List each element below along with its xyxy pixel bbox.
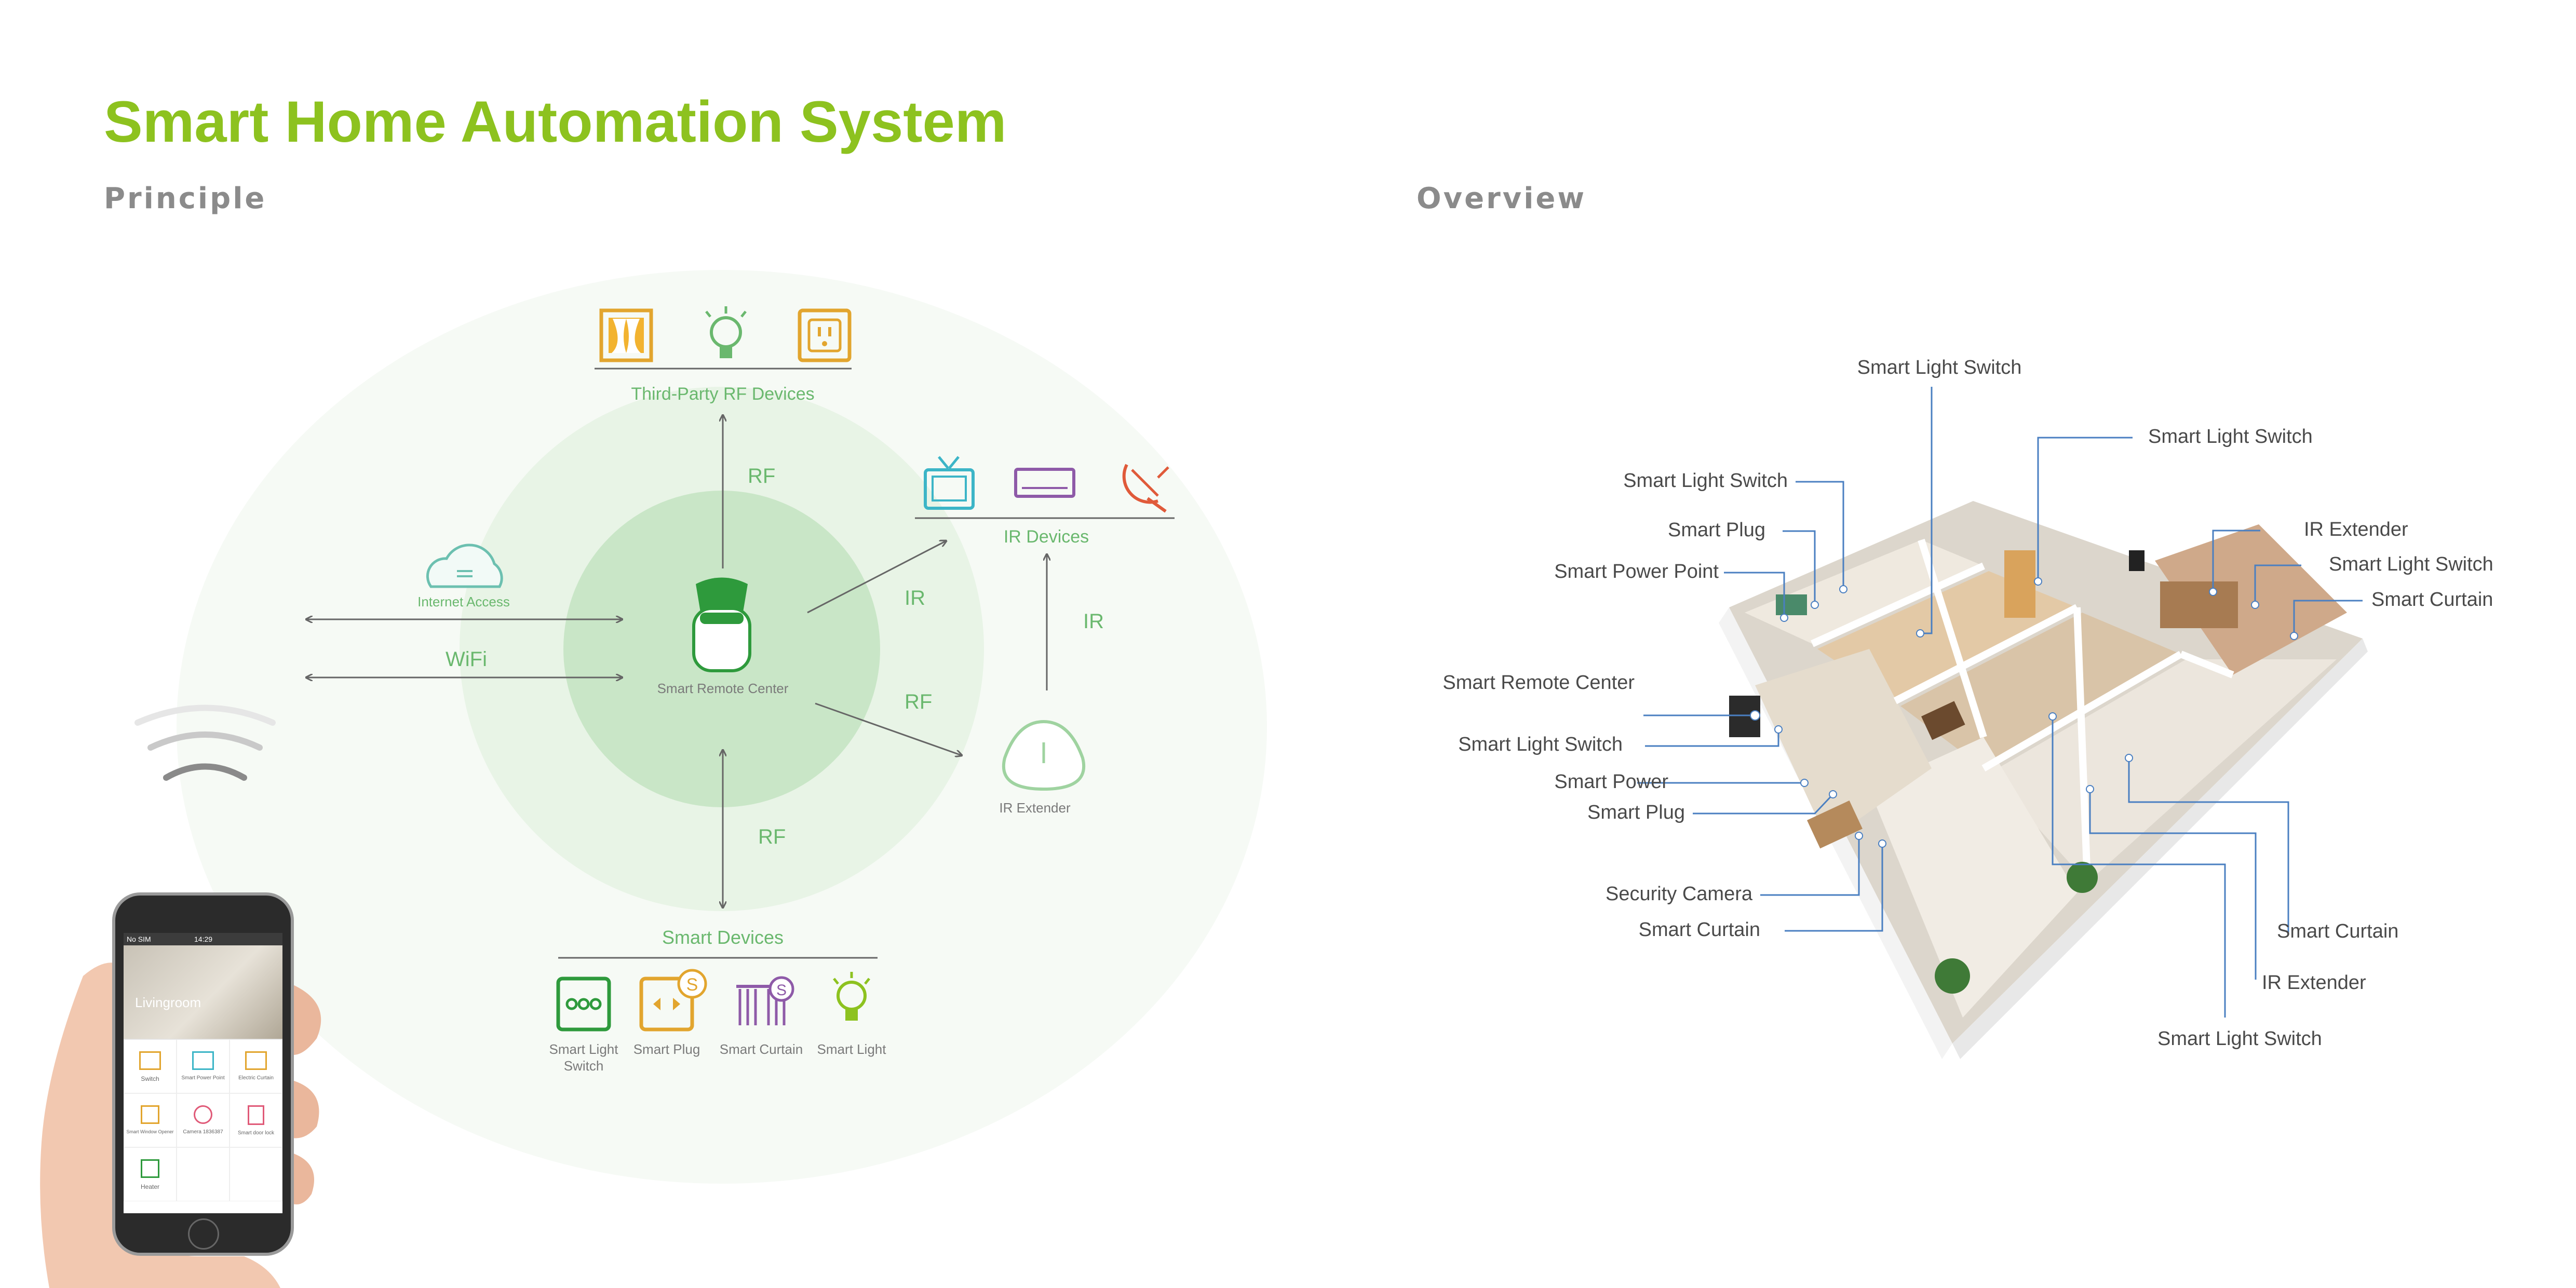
carrier-text: No SIM <box>127 935 151 943</box>
callout-smart-curtain: Smart Curtain <box>2277 920 2398 942</box>
device-curtain-label: Smart Curtain <box>720 1041 803 1057</box>
rf-extender-arrow <box>815 702 962 755</box>
callout-smart-light-switch: Smart Light Switch <box>2148 426 2313 448</box>
smart-plug-device-icon: S <box>639 969 707 1032</box>
rf-top-label: RF <box>748 465 775 487</box>
page-title: Smart Home Automation System <box>104 89 1007 154</box>
wireless-waves-icon <box>134 704 276 781</box>
callout-smart-power-point: Smart Power Point <box>1554 561 1719 582</box>
principle-heading: Principle <box>104 182 267 215</box>
tile-label: Smart Window Opener <box>126 1129 174 1134</box>
phone-screen: No SIM 14:29 Livingroom Switch Smart Pow… <box>124 933 282 1213</box>
cloud-icon <box>426 544 503 588</box>
status-bar: No SIM 14:29 <box>124 933 282 945</box>
device-grid: Switch Smart Power Point Electric Curtai… <box>124 1039 282 1201</box>
callout-smart-light-switch: Smart Light Switch <box>2157 1028 2322 1050</box>
rf-bottom-label: RF <box>758 825 786 848</box>
smart-light-device-icon <box>833 972 870 1021</box>
light-switch-device-icon <box>556 977 611 1032</box>
callout-security-camera: Security Camera <box>1606 883 1753 905</box>
device-plug-label: Smart Plug <box>633 1041 700 1057</box>
tile-heater[interactable]: Heater <box>124 1147 177 1201</box>
ir-center-label: IR <box>905 587 925 609</box>
callout-smart-light-switch: Smart Light Switch <box>1458 734 1623 755</box>
tile-label: Smart door lock <box>237 1130 275 1136</box>
callout-smart-light-switch: Smart Light Switch <box>1623 470 1788 492</box>
ir-extender-icon <box>1002 720 1086 791</box>
tile-curtain[interactable]: Electric Curtain <box>230 1039 282 1093</box>
tile-switch[interactable]: Switch <box>124 1039 177 1093</box>
overview-heading: Overview <box>1417 182 1587 215</box>
internet-label: Internet Access <box>417 594 510 609</box>
time-text: 14:29 <box>194 935 213 943</box>
tile-label: Camera 1836387 <box>183 1129 223 1135</box>
svg-text:S: S <box>776 982 787 999</box>
home-button[interactable] <box>188 1218 219 1250</box>
socket-device-icon <box>798 308 852 362</box>
remote-center-icon <box>692 577 751 672</box>
device-light-switch-label-2: Switch <box>564 1058 604 1074</box>
room-banner[interactable]: Livingroom <box>124 945 282 1039</box>
ir-arrow <box>807 541 946 614</box>
device-light-switch-label-1: Smart Light <box>549 1041 619 1057</box>
tile-camera[interactable]: Camera 1836387 <box>177 1093 230 1147</box>
tile-window-opener[interactable]: Smart Window Opener <box>124 1093 177 1147</box>
callout-ir-extender: IR Extender <box>2304 519 2408 540</box>
tv-device-icon <box>924 456 975 510</box>
smart-curtain-device-icon: S <box>736 976 794 1025</box>
callout-lines <box>1637 387 2363 1018</box>
rf-extender-label: RF <box>905 690 932 713</box>
callout-smart-curtain: Smart Curtain <box>1639 919 1760 941</box>
tile-power-point[interactable]: Smart Power Point <box>177 1039 230 1093</box>
bulb-device-icon <box>705 306 747 358</box>
svg-text:S: S <box>686 975 698 995</box>
callout-smart-plug: Smart Plug <box>1587 802 1685 823</box>
callout-smart-power: Smart Power <box>1554 771 1668 793</box>
ir-extender-link-label: IR <box>1083 610 1104 633</box>
callout-smart-curtain: Smart Curtain <box>2371 589 2493 611</box>
callout-smart-light-switch: Smart Light Switch <box>2329 553 2493 575</box>
tile-label: Electric Curtain <box>238 1075 274 1081</box>
tile-label: Heater <box>140 1183 160 1190</box>
callout-smart-remote-center: Smart Remote Center <box>1442 672 1635 694</box>
tile-label: Smart Power Point <box>181 1075 225 1081</box>
hand-image <box>40 962 280 1288</box>
device-light-label: Smart Light <box>817 1041 887 1057</box>
callout-smart-light-switch: Smart Light Switch <box>1857 357 2022 378</box>
house-floorplan-image <box>1719 501 2368 1059</box>
wifi-label: WiFi <box>446 648 487 671</box>
curtain-device-icon <box>599 308 653 362</box>
center-label: Smart Remote Center <box>657 681 789 696</box>
air-conditioner-icon <box>1014 468 1075 498</box>
tile-door-lock[interactable]: Smart door lock <box>230 1093 282 1147</box>
smart-devices-label: Smart Devices <box>662 927 784 948</box>
room-name: Livingroom <box>135 995 201 1010</box>
ir-devices-label: IR Devices <box>1004 527 1089 547</box>
ir-extender-label: IR Extender <box>999 800 1071 816</box>
third-party-label: Third-Party RF Devices <box>631 384 814 404</box>
callout-ir-extender: IR Extender <box>2262 972 2366 994</box>
tile-label: Switch <box>141 1075 159 1082</box>
smartphone: No SIM 14:29 Livingroom Switch Smart Pow… <box>115 896 291 1253</box>
callout-smart-plug: Smart Plug <box>1668 519 1765 541</box>
satellite-dish-icon <box>1122 464 1169 513</box>
